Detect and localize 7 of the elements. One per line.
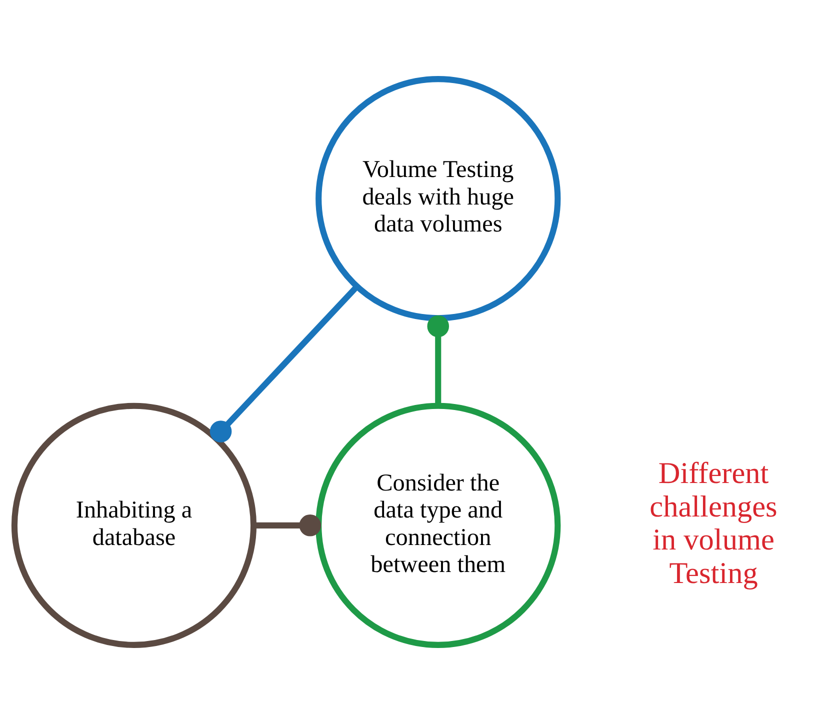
connector bbox=[427, 315, 450, 406]
connector bbox=[210, 284, 360, 442]
label: Different challenges in volume Testing bbox=[650, 456, 778, 590]
node-circle: Inhabiting a database bbox=[11, 402, 257, 648]
connector bbox=[254, 514, 322, 536]
node-circle: Consider the data type and connection between them bbox=[316, 402, 561, 648]
node-circle: Volume Testing deals with huge data volumes bbox=[316, 76, 561, 322]
